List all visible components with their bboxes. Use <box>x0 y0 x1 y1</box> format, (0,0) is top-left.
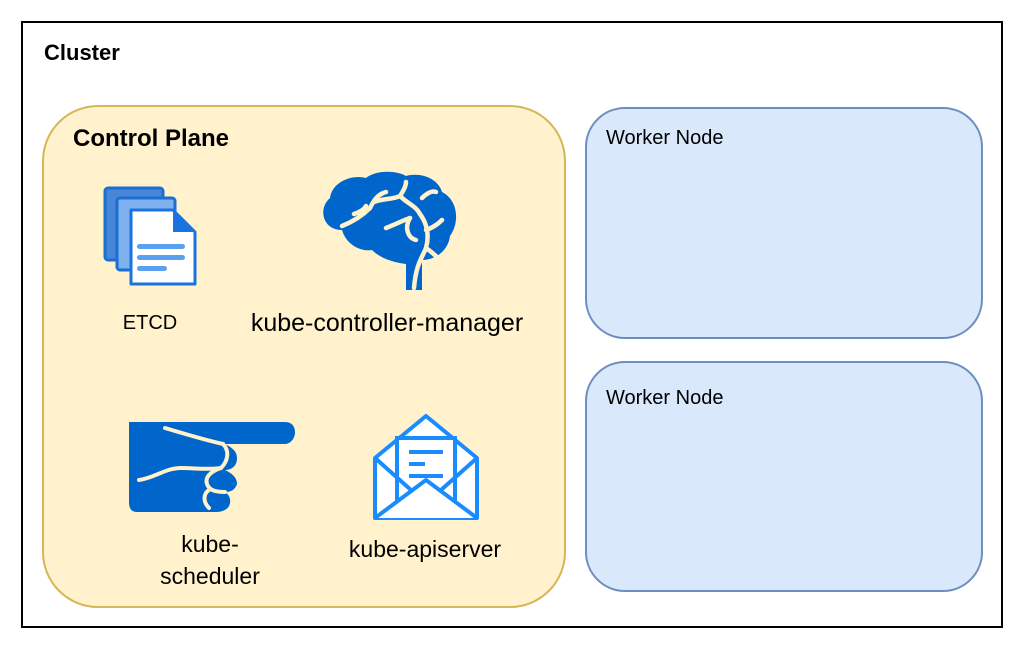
etcd-label: ETCD <box>122 312 178 334</box>
brain-icon <box>323 171 457 290</box>
worker-node-title-2: Worker Node <box>606 387 724 409</box>
worker-node-title-1: Worker Node <box>606 127 724 149</box>
documents-icon <box>103 186 197 286</box>
worker-node-box-1 <box>585 107 983 339</box>
pointing-hand-icon <box>129 422 295 512</box>
kube-controller-manager-label: kube-controller-manager <box>250 309 524 337</box>
kube-scheduler-label: kube- scheduler <box>140 528 280 592</box>
worker-node-box-2 <box>585 361 983 592</box>
kube-apiserver-label: kube-apiserver <box>348 536 502 562</box>
control-plane-box <box>42 105 566 608</box>
kube-scheduler-label-line1: kube- <box>181 531 239 557</box>
kube-scheduler-label-line2: scheduler <box>160 563 260 589</box>
open-envelope-icon <box>373 414 479 520</box>
cluster-title: Cluster <box>44 40 120 65</box>
control-plane-title: Control Plane <box>73 125 230 152</box>
